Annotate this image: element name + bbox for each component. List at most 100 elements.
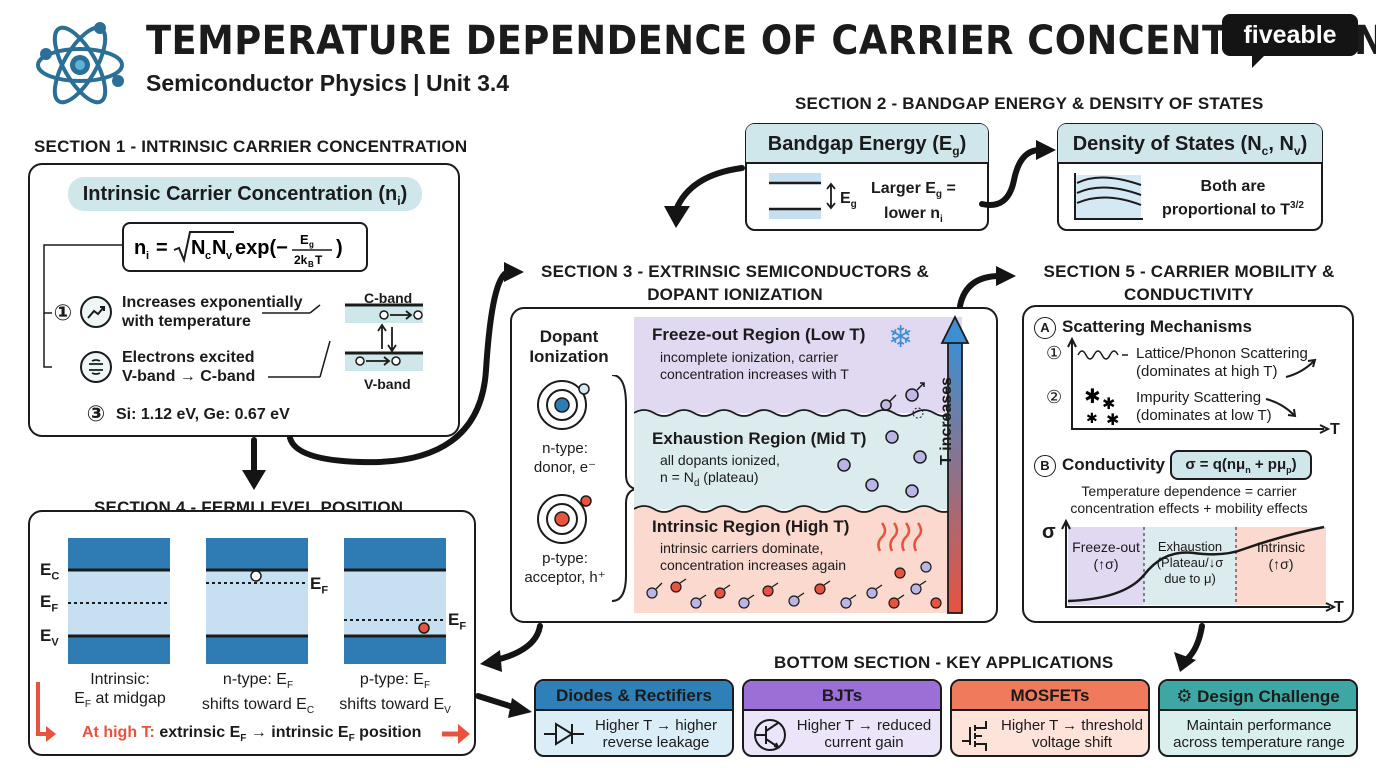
ptype-caption-sub1: F xyxy=(423,680,431,692)
conductivity-graph xyxy=(1061,519,1337,612)
section4-box: EC EF EV EF EF Intrinsic: EF at midgap n… xyxy=(28,510,476,756)
mosfet-icon xyxy=(962,721,987,751)
app-diodes-header: Diodes & Rectifiers xyxy=(536,681,732,711)
formula-end: ) xyxy=(1291,456,1297,473)
scatter2-text: Impurity Scattering (dominates at low T) xyxy=(1136,389,1272,425)
ev-text: E xyxy=(40,626,52,645)
app-mosfets-text: Higher T → threshold voltage shift xyxy=(996,717,1148,751)
svg-text:B: B xyxy=(308,260,314,269)
intrinsic-title: Intrinsic Region (High T) xyxy=(652,517,850,536)
app-bjts: BJTs Higher T → reduced current gain xyxy=(742,679,942,757)
svg-text:exp(−: exp(− xyxy=(235,237,288,259)
item1-number: ① xyxy=(53,300,73,325)
region-intrinsic-line1: Intrinsic xyxy=(1256,539,1306,555)
app-diodes-line2: reverse leakage xyxy=(602,734,710,751)
intrinsic-caption: Intrinsic: EF at midgap xyxy=(60,670,180,714)
exhaust-line1: all dopants ionized, xyxy=(660,452,780,468)
ptype-line1: p-type: xyxy=(542,550,588,567)
item3-number: ③ xyxy=(86,401,106,426)
app-diodes-text: Higher T → higher reverse leakage xyxy=(586,717,726,751)
bandgap-title-sub: g xyxy=(952,144,960,158)
page-subtitle: Semiconductor Physics | Unit 3.4 xyxy=(146,70,510,96)
conductivity-title: Conductivity xyxy=(1062,455,1165,474)
atom-logo xyxy=(30,10,130,110)
dos-title-text: Density of States (N xyxy=(1072,133,1262,155)
dos-end: ) xyxy=(1300,133,1308,155)
ptype-caption: p-type: EF shifts toward EV xyxy=(330,670,460,720)
lower-sub: i xyxy=(940,214,943,226)
atom-icon xyxy=(36,22,124,105)
item1-line2: with temperature xyxy=(122,313,251,330)
eg-label: Eg xyxy=(840,190,857,210)
svg-text:): ) xyxy=(336,237,343,259)
freeze-line1: incomplete ionization, carrier xyxy=(660,349,839,365)
high-t-label: At high T: xyxy=(82,724,155,741)
intrinsic-caption-line1: Intrinsic: xyxy=(90,671,150,688)
ntype-label: n-type: donor, e⁻ xyxy=(522,439,608,477)
ef-n-text: E xyxy=(310,574,322,593)
ev-sub: V xyxy=(51,636,59,649)
ef-text: E xyxy=(40,592,52,611)
bandgap-icon xyxy=(769,173,836,219)
section3-box: Dopant Ionization n-type: donor, e⁻ p-ty… xyxy=(510,307,998,623)
ec-sub: C xyxy=(51,570,60,583)
sigma-axis: σ xyxy=(1042,521,1056,543)
ev-label: EV xyxy=(40,626,59,648)
section5-title-line2: CONDUCTIVITY xyxy=(1124,285,1254,304)
svg-text:✱: ✱ xyxy=(1102,394,1115,413)
regions-backdrop xyxy=(634,317,962,613)
exhaust-title: Exhaustion Region (Mid T) xyxy=(652,429,867,448)
high-t-text3: position xyxy=(354,724,422,741)
exhaust-sub: d xyxy=(693,477,700,489)
freeze-title: Freeze-out Region (Low T) xyxy=(652,325,866,344)
app-design-title: Design Challenge xyxy=(1197,687,1340,706)
bands-icon xyxy=(80,351,112,383)
prop-sup: 3/2 xyxy=(1290,200,1304,211)
eg-text: E xyxy=(840,190,851,207)
item2-line2: V-band → C-band xyxy=(122,368,256,385)
app-bjts-text: Higher T → reduced current gain xyxy=(790,717,938,751)
eg-sub: g xyxy=(850,199,857,211)
svg-text:E: E xyxy=(300,232,309,247)
svg-text:c: c xyxy=(205,250,211,262)
bandgap-title-end: ) xyxy=(959,133,967,155)
page-title: TEMPERATURE DEPENDENCE OF CARRIER CONCEN… xyxy=(146,18,1376,64)
intrinsic-line2: concentration increases again xyxy=(660,557,847,573)
dos-text: Both are proportional to T3/2 xyxy=(1153,177,1313,219)
svg-text:✱: ✱ xyxy=(1106,410,1119,429)
larger-text: Larger E xyxy=(871,180,936,197)
formula-sub1: n xyxy=(1245,465,1251,475)
app-design-line2: across temperature range xyxy=(1173,734,1345,751)
cband-label: C-band xyxy=(364,290,413,306)
region-freeze: Freeze-out (↑σ) xyxy=(1068,539,1144,573)
app-mosfets-header: MOSFETs xyxy=(952,681,1148,711)
formula-mid: + pμ xyxy=(1250,456,1287,473)
ef-p-text: E xyxy=(448,610,460,629)
item3-text: Si: 1.12 eV, Ge: 0.67 eV xyxy=(116,406,290,423)
app-design-header: ⚙ Design Challenge xyxy=(1160,681,1356,711)
app-mosfets-line1: Higher T → threshold xyxy=(1000,717,1144,734)
item1-text: Increases exponentially with temperature xyxy=(122,293,303,331)
ptype-caption-line2: shifts toward E xyxy=(339,696,445,714)
intrinsic-caption-sub: F xyxy=(84,699,92,711)
cond-t-axis: T xyxy=(1334,599,1344,616)
pill-sub: i xyxy=(397,194,401,208)
intrinsic-caption-end: at midgap xyxy=(91,690,166,707)
brand-logo: fiveable xyxy=(1222,14,1358,68)
svg-text:v: v xyxy=(226,250,233,262)
section2-title: SECTION 2 - BANDGAP ENERGY & DENSITY OF … xyxy=(795,94,1264,113)
section5-title-line1: SECTION 5 - CARRIER MOBILITY & xyxy=(1043,262,1335,281)
intrinsic-caption-ef: E xyxy=(74,690,85,707)
both-text: Both are xyxy=(1200,178,1266,195)
vband-label: V-band xyxy=(364,376,411,392)
region-exhaustion-line2: (Plateau/↓σ xyxy=(1156,555,1224,570)
ptype-caption-sub2: V xyxy=(444,705,451,717)
donor-atom-icon xyxy=(537,380,590,430)
fermi-bands xyxy=(36,538,470,744)
section3-title: SECTION 3 - EXTRINSIC SEMICONDUCTORS & D… xyxy=(510,260,960,306)
larger-end: = xyxy=(942,180,956,197)
ef-label-ntype: EF xyxy=(310,574,328,596)
svg-text:g: g xyxy=(309,240,314,249)
exhaust-line2: n = N xyxy=(660,469,694,485)
region-freeze-line1: Freeze-out xyxy=(1072,539,1140,555)
